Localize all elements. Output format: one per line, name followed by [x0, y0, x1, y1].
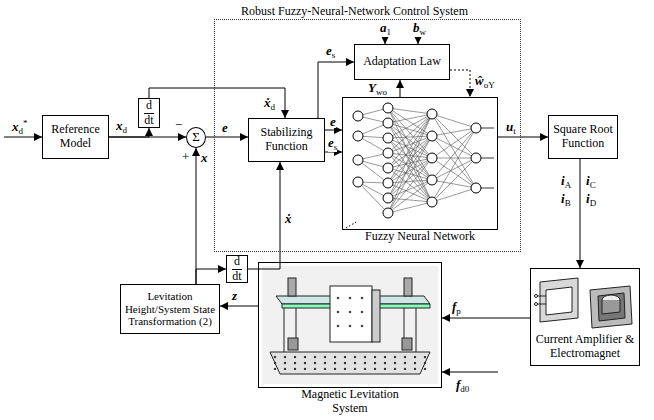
box-text: Σ [192, 130, 200, 145]
signal-label: iC [586, 174, 596, 190]
derivative-box: ddt [138, 98, 160, 128]
text-wrap: ddt [227, 256, 247, 282]
text-wrap: Adaptation Law [355, 45, 449, 79]
network-drawing [353, 103, 494, 218]
signal-connector [220, 306, 258, 307]
node-label: Magnetic Levitation System [295, 387, 405, 416]
box-text: Adaptation Law [363, 55, 441, 69]
signal-label: e [222, 121, 228, 134]
signal-connector [109, 128, 149, 137]
signal-label: − [175, 118, 182, 131]
signal-label: fp [452, 300, 461, 316]
input-arrow [4, 137, 42, 138]
node-label: Fuzzy Neural Network [345, 229, 495, 244]
box-text: Stabilizing Function [252, 126, 321, 154]
signal-connector [442, 318, 530, 319]
text-wrap: Levitation Height/System State Transform… [121, 285, 219, 333]
signal-connector [580, 159, 581, 268]
adaptive-mark [346, 222, 356, 228]
signal-label: iD [586, 192, 596, 208]
signal-connector [498, 137, 548, 138]
signal-label: ẋd [264, 96, 275, 112]
signal-connector [325, 130, 342, 131]
maglev-picture [262, 266, 438, 384]
signal-label: x [201, 151, 208, 164]
signal-label: Ywo [368, 81, 387, 97]
process-box: Adaptation Law [354, 44, 450, 80]
text-wrap: Square Root Function [549, 116, 617, 158]
signal-label: ẋ [285, 212, 292, 225]
derivative-text: d [232, 255, 242, 269]
signal-label: ut [506, 120, 516, 136]
signal-label: e [330, 115, 336, 128]
electromagnet-picture [535, 278, 633, 328]
signal-connector [149, 88, 285, 118]
hardware-box: Current Amplifier & Electromagnet [530, 268, 640, 366]
signal-label: ŵoY [475, 74, 495, 90]
signal-connector [450, 70, 470, 97]
plant-box: Magnetic Levitation System [258, 262, 442, 388]
derivative-text: d [144, 99, 154, 113]
process-box: Reference Model [42, 115, 109, 159]
signal-label: z [232, 289, 237, 302]
signal-label: a1 [380, 21, 391, 37]
text-wrap: ddt [139, 99, 159, 127]
signal-connector [206, 137, 248, 138]
signal-label: xd* [12, 119, 28, 136]
signal-connector [318, 62, 354, 118]
process-box: Square Root Function [548, 115, 618, 159]
signal-connector [400, 80, 401, 97]
box-text: Levitation Height/System State Transform… [124, 290, 216, 328]
signal-label: bw [413, 21, 426, 37]
text-wrap: Σ [187, 128, 205, 147]
summing-junction: Σ [186, 127, 206, 148]
box-text: Current Amplifier & Electromagnet [533, 333, 637, 361]
signal-connector [196, 148, 197, 284]
process-box: Levitation Height/System State Transform… [120, 284, 220, 334]
signal-label: es [326, 44, 335, 60]
control-system-region: Robust Fuzzy-Neural-Network Control Syst… [214, 19, 521, 252]
signal-connector [248, 162, 280, 269]
text-wrap: Stabilizing Function [249, 119, 324, 161]
process-box: Stabilizing Function [248, 118, 325, 162]
box-text: Reference Model [46, 123, 105, 151]
derivative-text: dt [232, 270, 241, 283]
text-wrap: Reference Model [43, 116, 108, 158]
node-label: Robust Fuzzy-Neural-Network Control Syst… [241, 5, 468, 20]
derivative-text: dt [144, 114, 153, 127]
signal-label: iA [561, 174, 571, 190]
box-text: Square Root Function [552, 123, 614, 151]
signal-label: xd [116, 119, 127, 135]
signal-label: es [328, 136, 337, 152]
signal-label: iB [561, 192, 571, 208]
signal-connector [196, 269, 226, 284]
signal-label: + [182, 150, 189, 163]
signal-label: fd0 [456, 378, 469, 394]
derivative-box: ddt [226, 255, 248, 283]
network-box: Fuzzy Neural Network [342, 97, 498, 230]
disturbance-arrow [442, 372, 498, 373]
text-wrap: Current Amplifier & Electromagnet [531, 269, 639, 365]
